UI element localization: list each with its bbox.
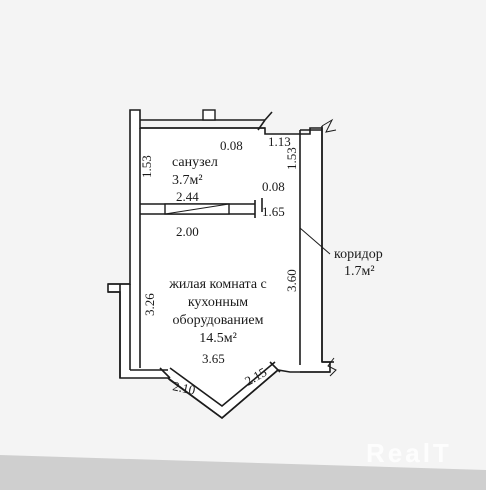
- living-name-line2: кухонным: [188, 295, 248, 310]
- top-wall-angle-2: [264, 111, 273, 121]
- realt-watermark: RealT: [366, 438, 452, 468]
- corridor-name-label: коридор: [334, 247, 383, 262]
- paper-shadow: [0, 455, 486, 490]
- dim-wall-gap: 0.08: [262, 179, 285, 194]
- bay-window-right-mark: [269, 361, 281, 373]
- corridor-leader: [299, 227, 331, 255]
- living-area-label: 14.5м²: [199, 331, 237, 346]
- dim-bath-left: 1.53: [139, 155, 154, 178]
- top-wall-angle: [257, 119, 266, 131]
- dim-corridor-width: 1.65: [262, 204, 285, 219]
- bay-outer: [167, 369, 279, 420]
- right-top-break: [321, 118, 337, 133]
- corridor-area-label: 1.7м²: [344, 264, 375, 279]
- dim-living-left: 3.26: [142, 293, 157, 316]
- dim-partition-width: 2.00: [176, 224, 199, 239]
- bay-window-left-mark: [159, 367, 171, 379]
- bath-area-label: 3.7м²: [172, 173, 203, 188]
- living-name-line3: оборудованием: [173, 313, 264, 328]
- living-name-line1: жилая комната с: [168, 277, 267, 292]
- bath-name-label: санузел: [172, 155, 218, 170]
- bath-door-swing: [164, 203, 230, 215]
- dim-top-small: 0.08: [220, 138, 243, 153]
- bay-inner: [169, 361, 276, 408]
- dim-bay-left: 2.10: [171, 378, 196, 397]
- right-bottom-break: [327, 357, 337, 377]
- dim-bath-inner-right: 1.53: [284, 147, 299, 170]
- dim-living-width: 3.65: [202, 351, 225, 366]
- dim-living-right: 3.60: [284, 269, 299, 292]
- dim-top-right: 1.13: [268, 134, 291, 149]
- dim-bath-width: 2.44: [176, 189, 199, 204]
- vent-shaft: [202, 109, 216, 121]
